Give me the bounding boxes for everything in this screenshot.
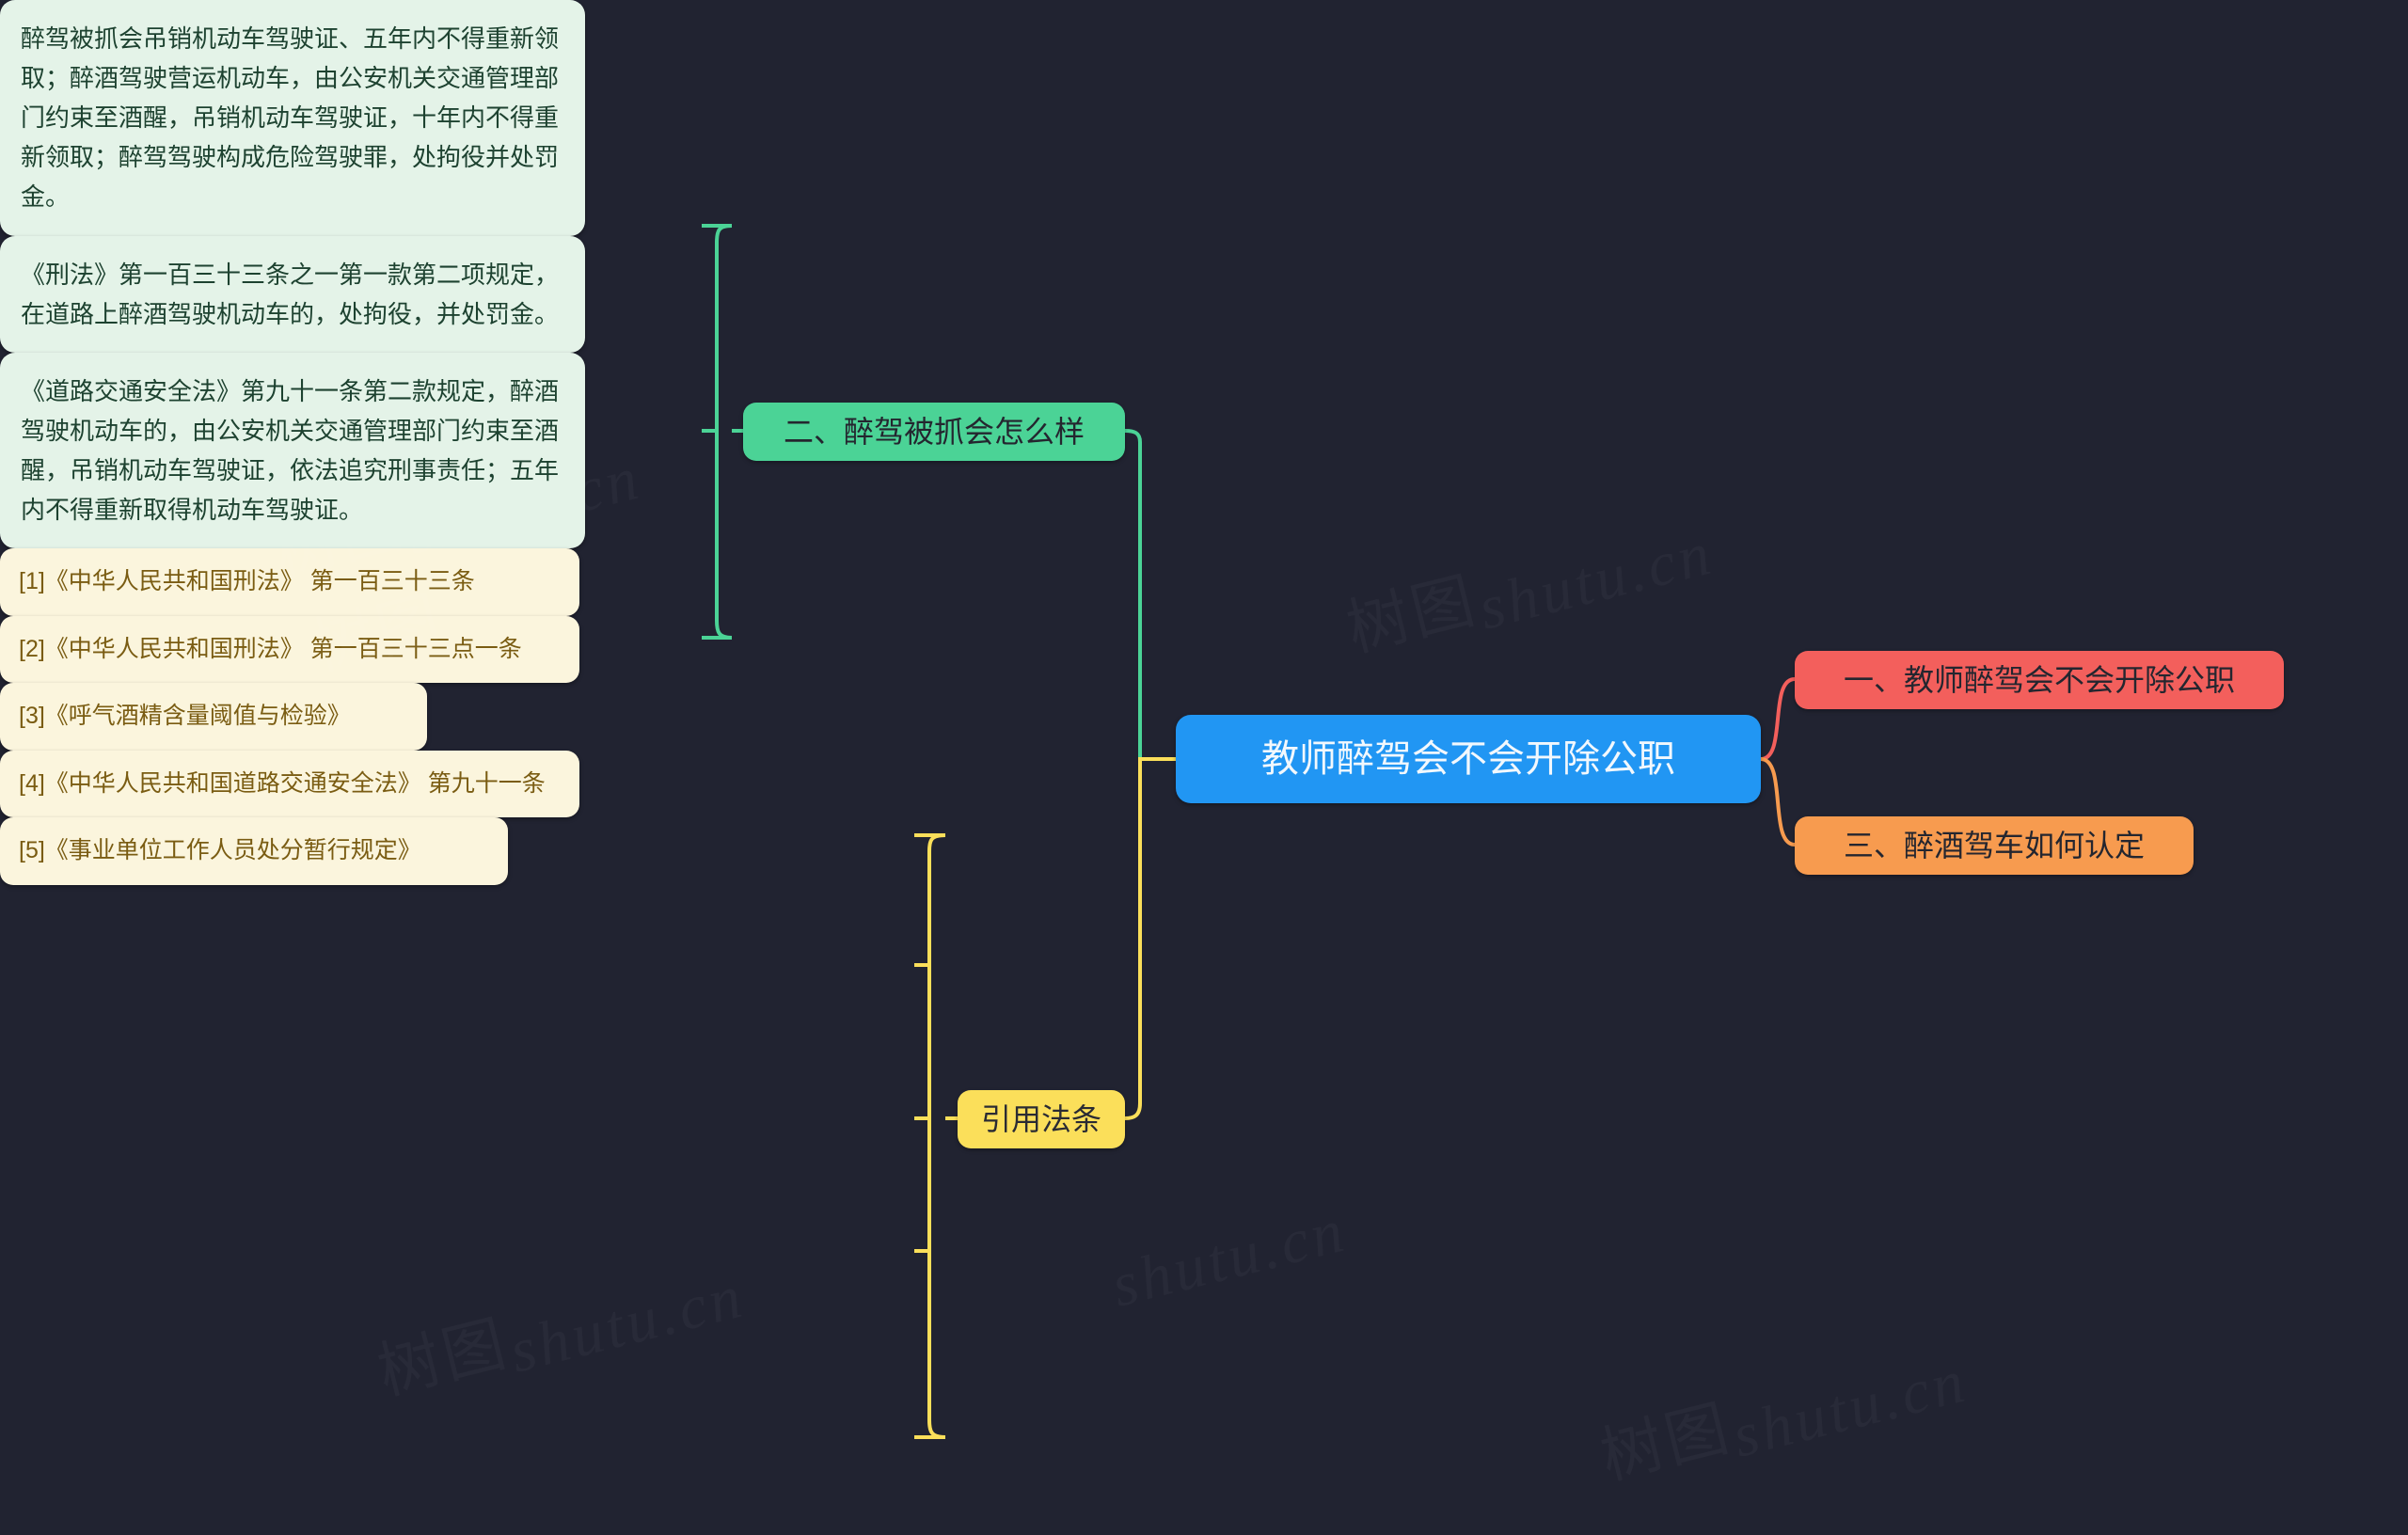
branch-node-3[interactable]: 三、醉酒驾车如何认定 bbox=[1795, 816, 2194, 875]
leaf-node-green-1[interactable]: 醉驾被抓会吊销机动车驾驶证、五年内不得重新领取；醉酒驾驶营运机动车，由公安机关交… bbox=[0, 0, 585, 236]
law-reference-3[interactable]: [3]《呼气酒精含量阈值与检验》 bbox=[0, 683, 427, 751]
link-root-to-branch4 bbox=[1124, 757, 1176, 1120]
link-root-to-branch2 bbox=[1124, 429, 1176, 761]
root-node[interactable]: 教师醉驾会不会开除公职 bbox=[1176, 715, 1761, 803]
law-reference-1[interactable]: [1]《中华人民共和国刑法》 第一百三十三条 bbox=[0, 548, 579, 616]
law-reference-4[interactable]: [4]《中华人民共和国道路交通安全法》 第九十一条 bbox=[0, 750, 579, 818]
branch-node-2[interactable]: 二、醉驾被抓会怎么样 bbox=[743, 403, 1125, 461]
branch-node-4[interactable]: 引用法条 bbox=[958, 1090, 1125, 1148]
leaf-node-green-2[interactable]: 《刑法》第一百三十三条之一第一款第二项规定，在道路上醉酒驾驶机动车的，处拘役，并… bbox=[0, 235, 585, 353]
branch-node-1[interactable]: 一、教师醉驾会不会开除公职 bbox=[1795, 651, 2284, 709]
link-root-to-branch3 bbox=[1760, 757, 1796, 847]
link-branch4-spine bbox=[927, 833, 946, 1439]
law-reference-2[interactable]: [2]《中华人民共和国刑法》 第一百三十三点一条 bbox=[0, 615, 579, 684]
law-reference-5[interactable]: [5]《事业单位工作人员处分暂行规定》 bbox=[0, 817, 508, 885]
link-branch2-spine bbox=[715, 224, 733, 640]
link-root-to-branch1 bbox=[1760, 677, 1796, 761]
leaf-node-green-3[interactable]: 《道路交通安全法》第九十一条第二款规定，醉酒驾驶机动车的，由公安机关交通管理部门… bbox=[0, 352, 585, 549]
